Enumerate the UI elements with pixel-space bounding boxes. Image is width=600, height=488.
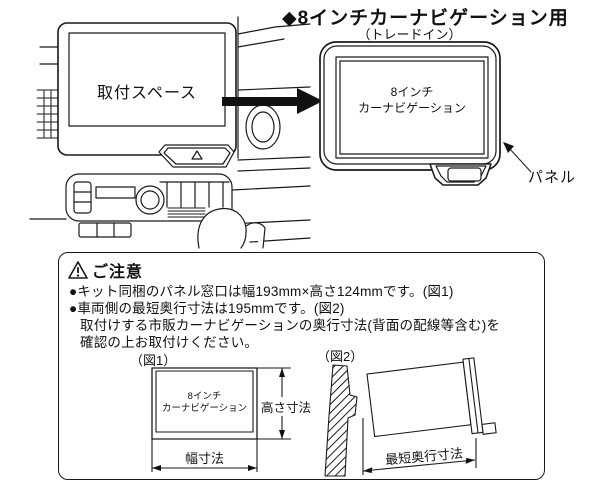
- dashboard-drawing: [29, 16, 311, 249]
- installation-illustration: [29, 16, 532, 249]
- section-subtitle: （トレードイン）: [357, 27, 462, 42]
- fig1-unit-label-line1: 8インチ: [187, 391, 222, 402]
- caution-bullet-2: ●車両側の最短奥行寸法は195mmです。(図2): [69, 301, 345, 316]
- arrow-right-icon: [222, 88, 323, 114]
- fig2-label: （図2）: [317, 349, 364, 364]
- caution-box: ご注意 ●キット同梱のパネル窓口は幅193mm×高さ124mmです。(図1) ●…: [58, 252, 545, 480]
- fig1-label: （図1）: [130, 353, 177, 368]
- panel-callout-label: パネル: [528, 169, 577, 186]
- fig1-unit-label-line2: カーナビゲーション: [161, 403, 248, 414]
- install-space-label: 取付スペース: [96, 85, 198, 102]
- fig2-drawing: [324, 357, 497, 477]
- warning-triangle-icon: [68, 261, 88, 279]
- caution-bullet-2-cont-2: 確認の上お取付けください。: [80, 335, 259, 350]
- panel-screen-label-line1: 8インチ: [390, 85, 434, 99]
- caution-heading: ご注意: [92, 264, 144, 281]
- panel-callout-arrow-icon: [503, 142, 532, 173]
- panel-drawing: [319, 41, 532, 186]
- fig2-wall: [324, 364, 358, 477]
- fig1-width-dimension-label: 幅寸法: [184, 451, 224, 466]
- fig2-unit: [366, 357, 497, 438]
- panel-screen-label-line2: カーナビゲーション: [358, 101, 466, 115]
- caution-bullet-1: ●キット同梱のパネル窓口は幅193mm×高さ124mmです。(図1): [69, 284, 454, 299]
- section-title: ◆8インチカーナビゲーション用: [282, 8, 569, 29]
- caution-heading-row: ご注意: [68, 258, 143, 282]
- caution-bullet-2-cont-1: 取付けする市販カーナビゲーションの奥行寸法(背面の配線等含む)を: [80, 318, 501, 333]
- triangle-icon: [191, 150, 203, 160]
- fig1-height-dimension-label: 高さ寸法: [259, 397, 314, 416]
